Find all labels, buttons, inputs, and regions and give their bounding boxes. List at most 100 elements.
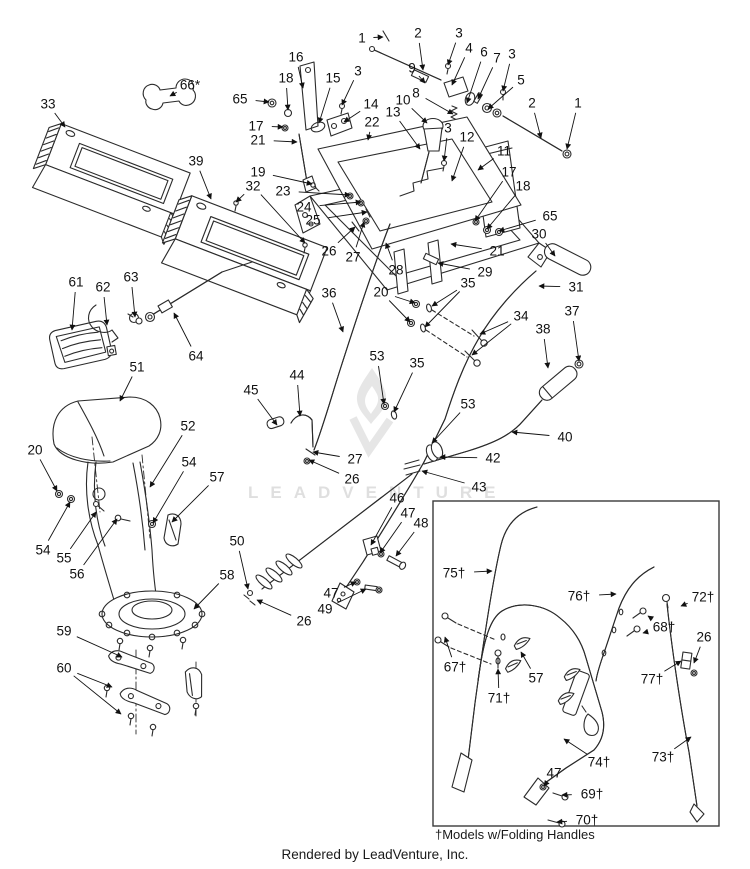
part-label-62: 62 (95, 280, 110, 295)
part-label-3: 3 (508, 47, 516, 62)
leader-line (486, 194, 516, 230)
part-label-39: 39 (188, 154, 203, 169)
part-label-53: 53 (369, 349, 384, 364)
part-label-34: 34 (513, 309, 529, 324)
part-label-28: 28 (388, 263, 403, 278)
part-label-16: 16 (288, 50, 303, 65)
part-label-15: 15 (325, 71, 340, 86)
part-label-7: 7 (493, 51, 501, 66)
leader-line (255, 98, 270, 105)
leader-line (328, 209, 368, 219)
part-label-64: 64 (188, 349, 204, 364)
leader-line (664, 660, 682, 672)
leader-line (399, 120, 421, 150)
part-label-18: 18 (515, 179, 530, 194)
leader-line (173, 312, 192, 347)
part-label-29: 29 (477, 265, 492, 280)
leader-line (418, 42, 426, 71)
part-label-35: 35 (460, 276, 475, 291)
part-label-27: 27 (345, 250, 360, 265)
part-label-36: 36 (321, 286, 336, 301)
leader-line (411, 107, 428, 124)
part-label-37: 37 (564, 304, 579, 319)
part-label-31: 31 (568, 280, 583, 295)
leader-line (498, 219, 536, 233)
leader-line (393, 372, 413, 413)
part-label-57: 57 (528, 671, 543, 686)
leader-line (424, 291, 461, 328)
part-label-11: 11 (497, 144, 511, 159)
part-label-13: 13 (385, 105, 400, 120)
axle-rod-assembly (338, 30, 572, 159)
leader-line (370, 507, 393, 546)
leader-line (501, 63, 511, 92)
leader-line (572, 320, 582, 362)
leader-line (394, 296, 416, 305)
leader-line (119, 376, 133, 402)
part-label-67t: 67† (444, 660, 467, 675)
leader-line (395, 531, 415, 557)
leader-line (693, 646, 701, 664)
leader-line (337, 588, 367, 604)
part-label-20: 20 (27, 443, 42, 458)
leader-line (47, 501, 71, 541)
part-label-35: 35 (409, 356, 424, 371)
leader-line (355, 221, 366, 248)
part-label-56: 56 (69, 567, 84, 582)
leader-line (446, 42, 457, 66)
leader-line (465, 61, 482, 104)
lower-handle-crank-group (243, 414, 425, 610)
part-label-77t: 77† (641, 672, 664, 687)
part-label-2: 2 (528, 96, 536, 111)
leader-line (538, 283, 561, 290)
leader-line (260, 194, 306, 244)
part-label-68t: 68† (653, 620, 676, 635)
part-label-50: 50 (229, 534, 244, 549)
leader-line (169, 90, 177, 97)
part-label-71t: 71† (488, 691, 511, 706)
leader-line (471, 323, 512, 356)
leader-line (193, 583, 220, 610)
part-label-59: 59 (56, 624, 71, 639)
leader-line (543, 338, 551, 369)
leader-line (83, 518, 118, 566)
part-label-26: 26 (696, 630, 711, 645)
part-label-55: 55 (56, 551, 71, 566)
leader-line (297, 66, 305, 89)
headlight-group (48, 261, 253, 370)
part-label-48: 48 (413, 516, 428, 531)
folding-handle-inset (432, 500, 720, 828)
leader-line (73, 675, 122, 715)
part-label-3: 3 (354, 64, 362, 79)
leader-line (495, 668, 502, 689)
part-label-58: 58 (219, 568, 234, 583)
leader-line (647, 615, 654, 622)
leader-line (171, 485, 209, 523)
part-label-8: 8 (412, 86, 420, 101)
leader-line (298, 191, 351, 198)
part-label-3: 3 (455, 26, 463, 41)
part-label-5: 5 (517, 73, 525, 88)
leader-line (273, 138, 298, 145)
part-label-30: 30 (531, 227, 546, 242)
part-label-63: 63 (123, 270, 138, 285)
part-label-57: 57 (209, 470, 224, 485)
upper-handle-group (313, 223, 592, 476)
part-label-24: 24 (296, 200, 312, 215)
leader-line (341, 80, 355, 106)
leader-line (69, 511, 97, 550)
part-label-10: 10 (395, 93, 410, 108)
part-label-4: 4 (465, 41, 473, 56)
leader-line (296, 384, 303, 417)
part-label-47: 47 (400, 506, 415, 521)
crank-bracket-group (103, 649, 203, 737)
leader-line (257, 398, 278, 426)
part-label-23: 23 (275, 184, 290, 199)
part-label-73t: 73† (652, 750, 675, 765)
leader-line (149, 435, 183, 488)
part-label-18: 18 (278, 71, 293, 86)
part-label-65: 65 (232, 92, 247, 107)
leader-line (343, 110, 361, 123)
leader-line (272, 174, 313, 186)
